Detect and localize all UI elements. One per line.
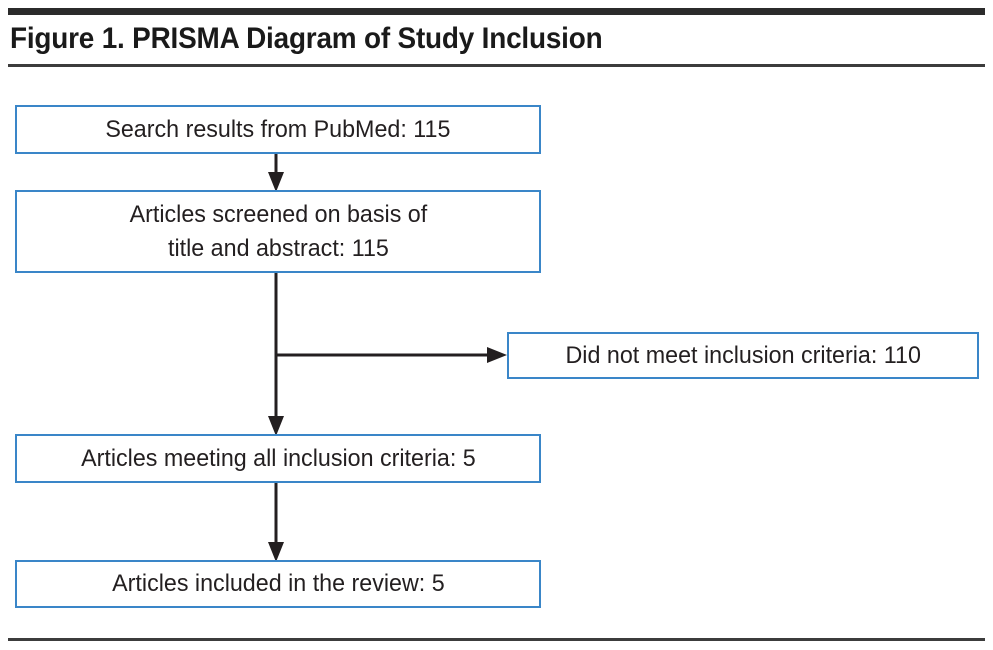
- edge-screened-to-excluded: [276, 347, 507, 363]
- node-not-meeting-criteria: Did not meet inclusion criteria: 110: [507, 332, 979, 379]
- node-meeting-criteria: Articles meeting all inclusion criteria:…: [15, 434, 541, 483]
- figure-title: Figure 1. PRISMA Diagram of Study Inclus…: [10, 22, 603, 55]
- node-included-in-review-label: Articles included in the review: 5: [111, 570, 445, 597]
- footer-rule: [8, 638, 985, 641]
- header-rule-top: [8, 8, 985, 15]
- node-meeting-criteria-label: Articles meeting all inclusion criteria:…: [80, 444, 476, 472]
- edge-meeting-to-included: [268, 483, 284, 562]
- edge-search-to-screened: [268, 154, 284, 192]
- node-articles-screened-line2: title and abstract: 115: [167, 234, 389, 262]
- edge-screened-to-meeting: [268, 273, 284, 436]
- node-articles-screened-line1: Articles screened on basis of: [129, 200, 427, 228]
- node-articles-screened: Articles screened on basis of title and …: [15, 190, 541, 273]
- node-articles-screened-label: Articles screened on basis of title and …: [129, 198, 427, 266]
- node-included-in-review: Articles included in the review: 5: [15, 560, 541, 608]
- header-rule-bottom: [8, 64, 985, 67]
- node-search-results-label: Search results from PubMed: 115: [105, 115, 451, 143]
- node-search-results: Search results from PubMed: 115: [15, 105, 541, 154]
- node-not-meeting-criteria-label: Did not meet inclusion criteria: 110: [565, 341, 921, 369]
